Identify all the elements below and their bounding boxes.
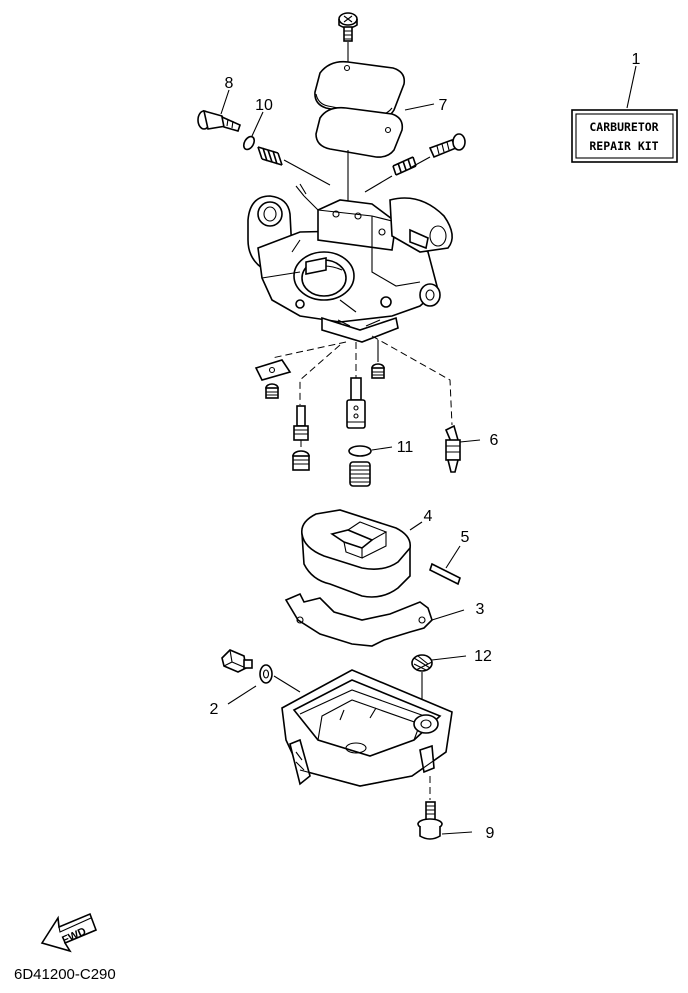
callout-6: 6: [490, 432, 499, 449]
main-jet: [292, 450, 310, 471]
needle-valve: [444, 424, 461, 473]
jet-plate: [254, 359, 292, 381]
cover-plate: [314, 60, 406, 120]
callout-7: 7: [439, 97, 448, 114]
o-ring-pilot: [242, 135, 256, 151]
callout-4: 4: [424, 508, 433, 525]
callout-2: 2: [210, 701, 219, 718]
callout-9: 9: [486, 825, 495, 842]
cover-screw: [338, 12, 358, 42]
plug: [411, 654, 433, 672]
small-screw-right: [371, 363, 385, 379]
float-bowl: [281, 669, 453, 787]
fwd-direction-arrow: FWD: [40, 912, 98, 953]
o-ring-11: [348, 445, 372, 457]
pilot-jet: [293, 405, 309, 441]
spring-jet: [349, 461, 371, 487]
small-screw-left: [265, 383, 279, 399]
throttle-stop-screw: [428, 133, 466, 159]
float-pin: [429, 562, 461, 586]
pilot-screw: [197, 109, 241, 132]
kit-title-line1: CARBURETOR: [589, 120, 658, 134]
bowl-gasket: [284, 592, 433, 647]
diagram-code: 6D41200-C290: [14, 966, 116, 983]
callout-1: 1: [632, 51, 641, 68]
callout-8: 8: [225, 75, 234, 92]
main-nozzle: [346, 377, 366, 429]
callout-10: 10: [255, 97, 273, 114]
drain-washer: [259, 664, 273, 684]
carburetor-body: [247, 183, 453, 343]
callout-5: 5: [461, 529, 470, 546]
callout-11: 11: [397, 439, 414, 456]
float: [300, 509, 412, 598]
drain-screw: [221, 649, 253, 673]
kit-title-line2: REPAIR KIT: [589, 139, 658, 153]
spring-right: [392, 156, 417, 176]
cover-gasket: [315, 106, 404, 158]
spring-left: [257, 146, 283, 166]
bowl-screw: [417, 801, 443, 840]
callout-12: 12: [474, 648, 492, 665]
callout-3: 3: [476, 601, 485, 618]
repair-kit-box: CARBURETOR REPAIR KIT 1: [571, 51, 678, 163]
